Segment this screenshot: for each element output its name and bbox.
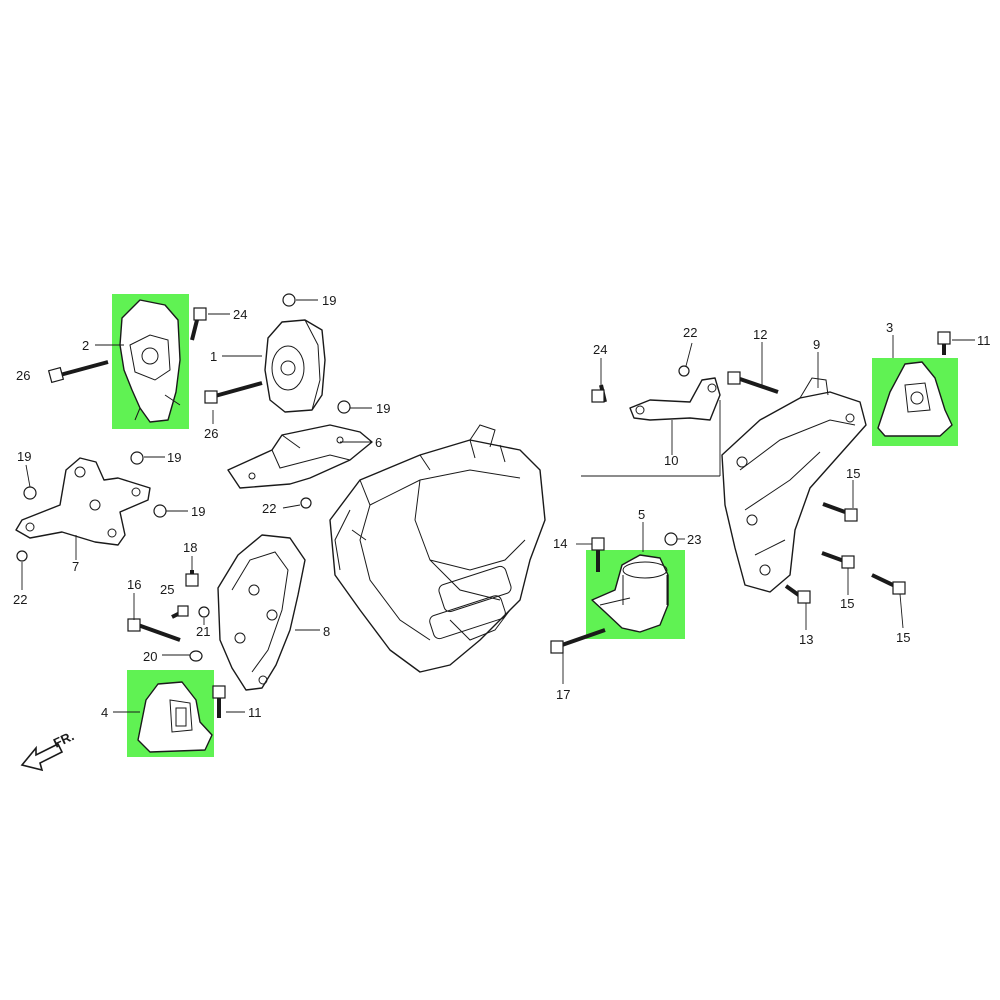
nut-19-left-a: [23, 486, 37, 500]
callout-19-left-a: 19: [17, 449, 31, 464]
link-part-10: [629, 377, 721, 421]
front-direction-indicator: FR.: [20, 728, 76, 772]
callout-22-right: 22: [683, 325, 697, 340]
nut-19-left-c: [153, 504, 167, 518]
nut-22-right: [678, 365, 690, 377]
callout-12: 12: [753, 327, 767, 342]
callout-14: 14: [553, 536, 567, 551]
callout-16: 16: [127, 577, 141, 592]
callout-18: 18: [183, 540, 197, 555]
callout-26-left: 26: [16, 368, 30, 383]
callout-23: 23: [687, 532, 701, 547]
nut-22-center: [300, 497, 312, 509]
washer-20: [189, 650, 203, 662]
mount-part-3: [872, 358, 958, 446]
callout-6: 6: [375, 435, 382, 450]
callout-25: 25: [160, 582, 174, 597]
bolt-15-c: [871, 573, 906, 595]
callout-15-b: 15: [840, 596, 854, 611]
front-label: FR.: [51, 728, 76, 750]
callout-19-right: 19: [376, 401, 390, 416]
callout-19-left-b: 19: [167, 450, 181, 465]
nut-19-right: [337, 400, 351, 414]
washer-21: [198, 606, 210, 618]
bracket-part-9: [721, 377, 867, 593]
bolt-26-left: [47, 360, 109, 384]
callout-20: 20: [143, 649, 157, 664]
bolt-24-upper: [190, 307, 207, 341]
bolt-16: [127, 618, 181, 642]
callout-15-a: 15: [846, 466, 860, 481]
bracket-part-6: [227, 424, 373, 489]
callout-5: 5: [638, 507, 645, 522]
callout-8: 8: [323, 624, 330, 639]
bolt-12: [727, 371, 779, 394]
callout-19-top: 19: [322, 293, 336, 308]
callout-9: 9: [813, 337, 820, 352]
callout-4: 4: [101, 705, 108, 720]
callout-15-c: 15: [896, 630, 910, 645]
callout-2: 2: [82, 338, 89, 353]
callout-11-left: 11: [248, 705, 262, 720]
callout-10: 10: [664, 453, 678, 468]
nut-23: [664, 532, 678, 546]
bolt-11-right: [937, 331, 951, 355]
callout-19-left-c: 19: [191, 504, 205, 519]
callout-13: 13: [799, 632, 813, 647]
mount-part-1: [264, 319, 326, 413]
nut-22-left: [16, 550, 28, 562]
callout-21: 21: [196, 624, 210, 639]
callout-22-center: 22: [262, 501, 276, 516]
callout-7: 7: [72, 559, 79, 574]
front-arrow-icon: [20, 742, 64, 772]
nut-19-left-b: [130, 451, 144, 465]
callout-3: 3: [886, 320, 893, 335]
fasteners: [16, 293, 951, 718]
bolt-17: [550, 628, 606, 654]
bolt-24-right: [591, 384, 607, 403]
bolt-26-middle: [204, 381, 263, 404]
callout-24-upper: 24: [233, 307, 247, 322]
bracket-part-7: [15, 457, 151, 546]
callout-labels: 2 26 24 19 1 19 26 6 19 19 19 22 7 22 18…: [13, 293, 991, 720]
callout-11-right: 11: [977, 333, 991, 348]
bolt-18: [185, 570, 199, 587]
callout-26-middle: 26: [204, 426, 218, 441]
bolt-15-a: [822, 502, 858, 522]
bolt-15-b: [821, 551, 855, 569]
nut-19-top: [282, 293, 296, 307]
mount-part-2: [112, 294, 189, 429]
mount-part-4: [127, 670, 214, 757]
bolt-11-left: [212, 685, 226, 718]
mount-part-5: [586, 550, 685, 639]
callout-22-left: 22: [13, 592, 27, 607]
callout-17: 17: [556, 687, 570, 702]
bolt-25: [171, 605, 189, 619]
callout-24-right: 24: [593, 342, 607, 357]
engine-block: [329, 424, 546, 673]
callout-1: 1: [210, 349, 217, 364]
bracket-part-8: [217, 534, 306, 691]
leader-lines: [21, 299, 975, 713]
bolt-13: [784, 584, 811, 604]
